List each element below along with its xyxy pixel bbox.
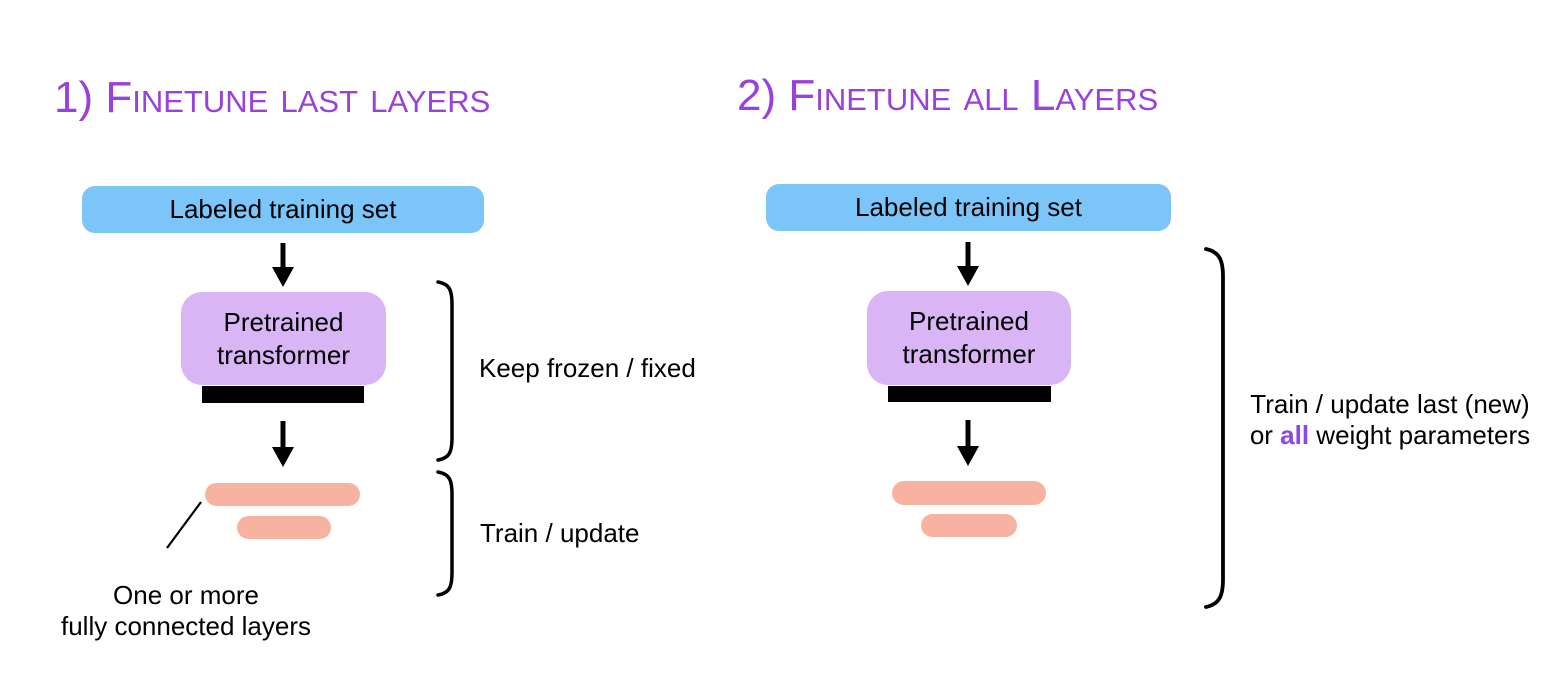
labeled-training-set-label: Labeled training set <box>169 194 397 224</box>
arrow-down-icon <box>272 421 294 467</box>
arrow-down-icon <box>957 242 979 286</box>
transformer-output-bar <box>202 386 364 403</box>
panel-title: 1) Finetune last layers <box>54 73 491 122</box>
labeled-training-set-label: Labeled training set <box>855 192 1082 222</box>
note-line2-highlight: all <box>1280 420 1310 450</box>
caption-line1: One or more <box>113 580 259 610</box>
transformer-output-bar <box>888 386 1051 402</box>
arrow-down-icon <box>957 420 979 466</box>
brace-train-update-icon <box>436 470 454 597</box>
fully-connected-layer-bar-large <box>892 481 1046 505</box>
note-line1: Train / update last (new) <box>1250 389 1530 419</box>
pretrained-transformer-box: Pretrained transformer <box>867 291 1071 385</box>
pretrained-transformer-label-line2: transformer <box>217 339 350 370</box>
labeled-training-set-box: Labeled training set <box>766 184 1171 231</box>
train-update-label: Train / update <box>480 518 640 548</box>
train-update-all-note: Train / update last (new) or all weight … <box>1240 389 1540 451</box>
arrow-down-icon <box>272 243 294 287</box>
panel-title: 2) Finetune all Layers <box>737 71 1159 120</box>
pretrained-transformer-label-line1: Pretrained <box>223 306 344 337</box>
fully-connected-layer-bar-small <box>237 516 331 539</box>
keep-frozen-label: Keep frozen / fixed <box>479 353 696 383</box>
labeled-training-set-box: Labeled training set <box>82 186 484 233</box>
caption-line2: fully connected layers <box>60 611 312 641</box>
pretrained-transformer-label-line1: Pretrained <box>909 306 1029 336</box>
fully-connected-layer-bar-large <box>205 483 360 506</box>
note-line2-prefix: or <box>1249 420 1281 450</box>
pretrained-transformer-label-line2: transformer <box>902 339 1036 369</box>
pointer-line-icon <box>166 501 202 549</box>
pretrained-transformer-box: Pretrained transformer <box>181 292 386 385</box>
fully-connected-layer-bar-small <box>921 514 1017 537</box>
note-line2: or all weight parameters <box>1240 420 1540 451</box>
brace-train-all-icon <box>1204 247 1225 609</box>
brace-keep-frozen-icon <box>436 280 454 462</box>
fully-connected-caption: One or more fully connected layers <box>36 580 336 642</box>
note-line2-suffix: weight parameters <box>1309 420 1531 450</box>
